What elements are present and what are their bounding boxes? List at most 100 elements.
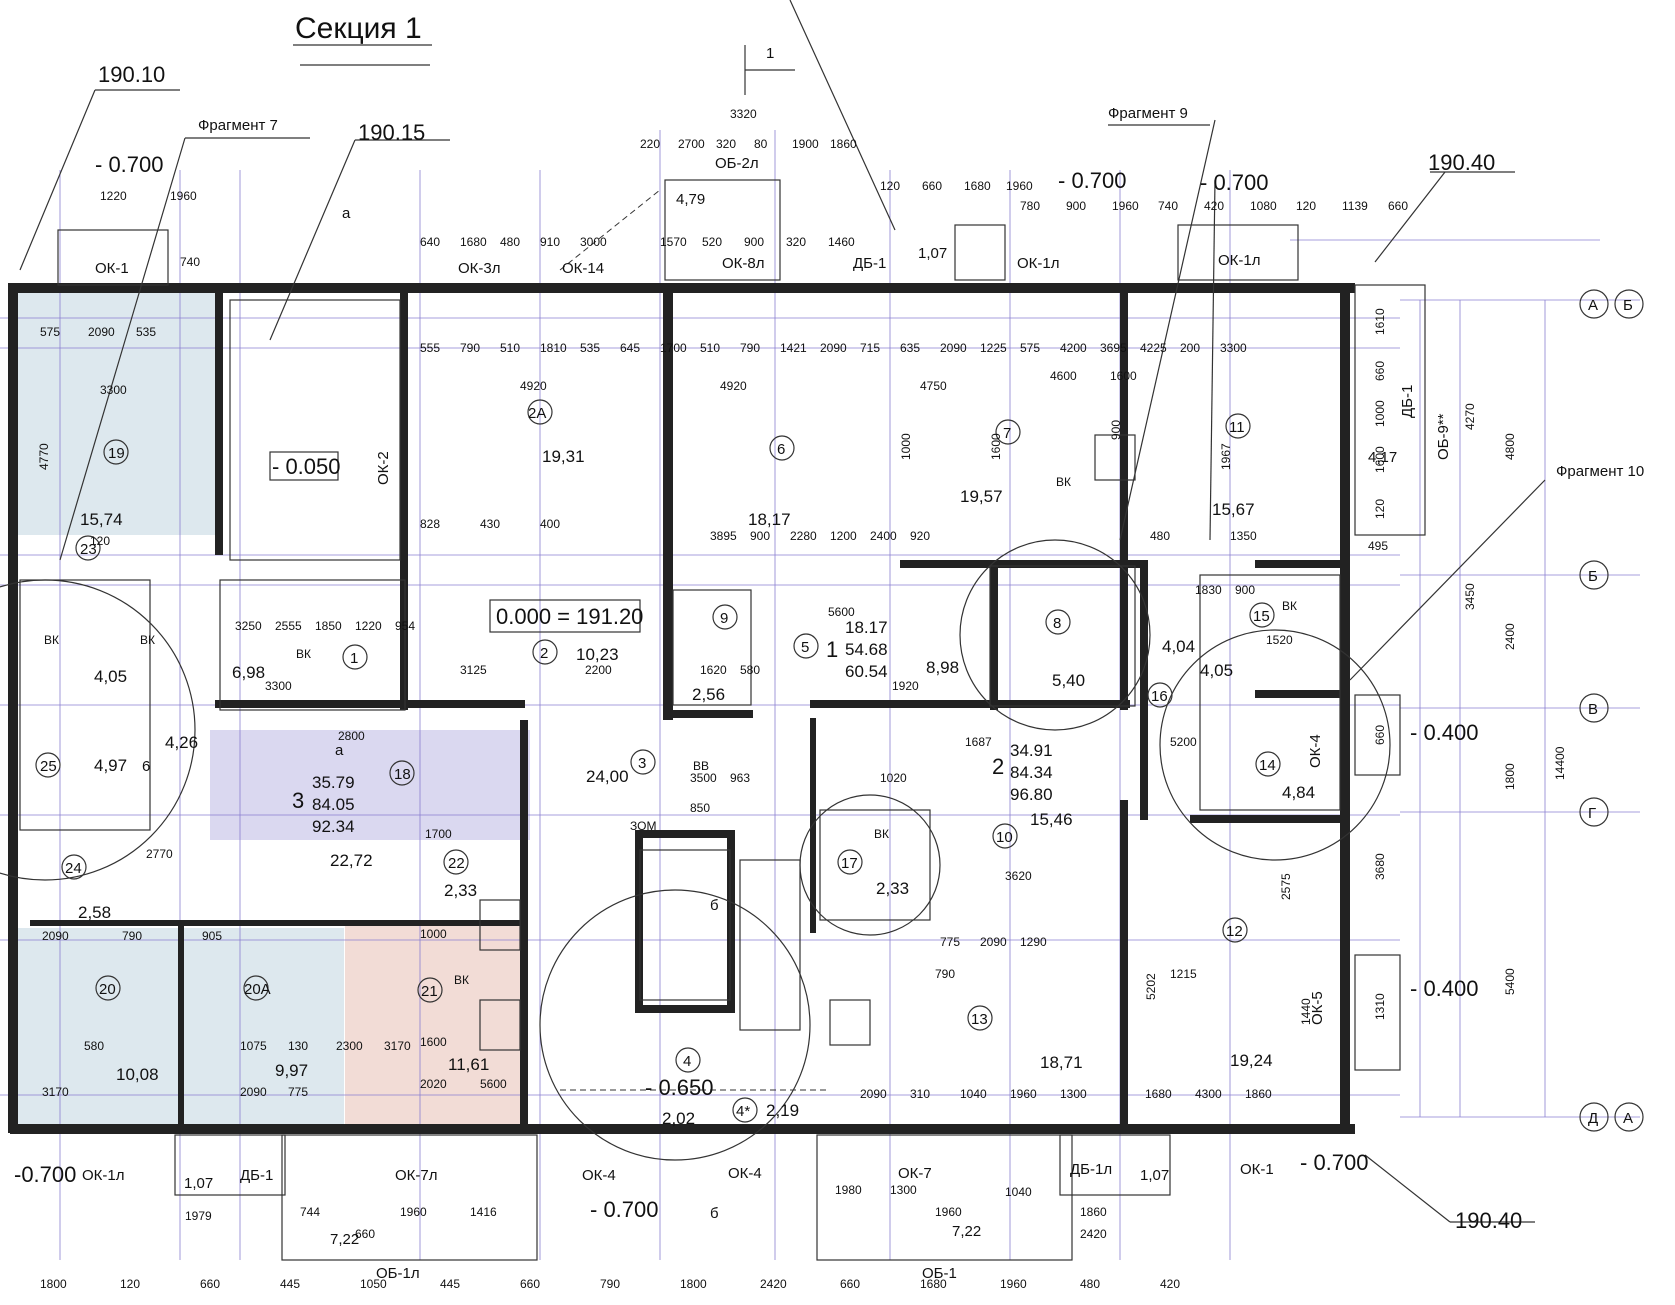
dimension-label: 744 [300, 1205, 320, 1219]
dimension-label: 310 [910, 1087, 930, 1101]
dimension-label: 2020 [420, 1077, 447, 1091]
opening-label: ОК-1л [82, 1167, 125, 1184]
room-number: 12 [1226, 923, 1243, 940]
dimension-label: 1800 [40, 1277, 67, 1291]
tint-hall-18 [210, 730, 530, 840]
dimension-label: 1215 [1170, 967, 1197, 981]
opening-label: ОК-1 [95, 260, 129, 277]
room-area: 9,97 [275, 1061, 308, 1080]
dimension-label: 2280 [790, 529, 817, 543]
opening-label: ОБ-9** [1435, 413, 1452, 460]
axis-label: А [1588, 297, 1598, 314]
dimension-label: 2090 [980, 935, 1007, 949]
room-area: 4,26 [165, 733, 198, 752]
dimension-label: 555 [420, 341, 440, 355]
dimension-label: 2555 [275, 619, 302, 633]
dimension-label: 1967 [1219, 443, 1233, 470]
opening-label: ОК-7 [898, 1165, 932, 1182]
level-mark: - 0.400 [1410, 976, 1479, 1001]
elevation-mark: 190.10 [98, 62, 165, 87]
dimension-label: 1700 [660, 341, 687, 355]
dimension-label: 900 [1235, 583, 1255, 597]
room-number: 4 [683, 1053, 691, 1070]
apartment-area: 18.17 [845, 618, 888, 637]
dimension-label: 3300 [1220, 341, 1247, 355]
room-number: 18 [394, 766, 411, 783]
room-area: 2,56 [692, 685, 725, 704]
balcony-area: 4,17 [1368, 449, 1397, 466]
balcony-area: 4,79 [676, 191, 705, 208]
dimension-label: 2400 [1503, 623, 1517, 650]
dimension-label: 1680 [460, 235, 487, 249]
opening-label: ОК-14 [562, 260, 604, 277]
dimension-label: 3300 [265, 679, 292, 693]
room-number: 2 [540, 645, 548, 662]
room-number: 3 [638, 755, 646, 772]
dimension-label: 1416 [470, 1205, 497, 1219]
room-area: 10,23 [576, 645, 619, 664]
dimension-label: 790 [600, 1277, 620, 1291]
dimension-label: 320 [786, 235, 806, 249]
room-area: 2,02 [662, 1109, 695, 1128]
tag-label: ВВ [693, 759, 709, 773]
leader-lines [19, 0, 1546, 1223]
dimension-label: 1960 [1010, 1087, 1037, 1101]
dimension-label: 3170 [42, 1085, 69, 1099]
opening-label: ДБ-1 [853, 255, 886, 272]
dimension-label: 900 [744, 235, 764, 249]
elevation-mark: 190.15 [358, 120, 425, 145]
dimension-label: 660 [1388, 199, 1408, 213]
room-area: 4,05 [94, 667, 127, 686]
level-mark: -0.700 [14, 1162, 76, 1187]
dimension-label: 905 [202, 929, 222, 943]
tag-label: ЗОМ [630, 819, 656, 833]
fragment-circles [0, 539, 1391, 1161]
room-number: 20А [244, 981, 271, 998]
tag-label: ВК [140, 633, 155, 647]
balcony-area: 1,07 [918, 245, 947, 262]
room-area: 6,98 [232, 663, 265, 682]
dimension-label: 480 [1150, 529, 1170, 543]
dimension-label: 1080 [1250, 199, 1277, 213]
dimension-label: 900 [1066, 199, 1086, 213]
opening-label: ОК-4 [1307, 734, 1324, 768]
dimension-label: 963 [730, 771, 750, 785]
room-number: 13 [971, 1011, 988, 1028]
elevation-mark: 190.40 [1428, 150, 1495, 175]
apartment-area: 35.79 [312, 773, 355, 792]
dimension-label: 645 [620, 341, 640, 355]
level-mark: - 0.700 [590, 1197, 659, 1222]
apartment-area: 60.54 [845, 662, 888, 681]
dimension-label: 660 [1373, 725, 1387, 745]
section-mark: б [710, 1205, 719, 1222]
room-number: 6 [142, 758, 150, 775]
dimension-label: 2090 [240, 1085, 267, 1099]
section-mark: 1 [766, 45, 774, 62]
room-area: 24,00 [586, 767, 629, 786]
opening-label: ОК-2 [375, 451, 392, 485]
dimension-label: 1040 [960, 1087, 987, 1101]
dimension-label: 790 [460, 341, 480, 355]
dimension-label: 3895 [710, 529, 737, 543]
dimension-label: 5202 [1144, 973, 1158, 1000]
dimension-label: 4600 [1050, 369, 1077, 383]
dimension-label: 1850 [315, 619, 342, 633]
dimension-label: 495 [1368, 539, 1388, 553]
dimension-label: 120 [880, 179, 900, 193]
opening-label: ОК-4 [728, 1165, 762, 1182]
dimension-label: 5600 [828, 605, 855, 619]
room-area: 19,57 [960, 487, 1003, 506]
dimension-label: 480 [500, 235, 520, 249]
dimension-label: 775 [288, 1085, 308, 1099]
dimension-label: 200 [1180, 341, 1200, 355]
opening-label: ОБ-1л [376, 1265, 420, 1282]
dimension-label: 1600 [420, 1035, 447, 1049]
room-number: 1 [350, 650, 358, 667]
room-number: 22 [448, 855, 465, 872]
room-number: 15 [1253, 608, 1270, 625]
dimension-label: 320 [716, 137, 736, 151]
dimension-label: 3680 [1373, 853, 1387, 880]
dimension-label: 14400 [1553, 746, 1567, 780]
room-number: 4* [736, 1103, 750, 1120]
dimension-label: 2800 [338, 729, 365, 743]
